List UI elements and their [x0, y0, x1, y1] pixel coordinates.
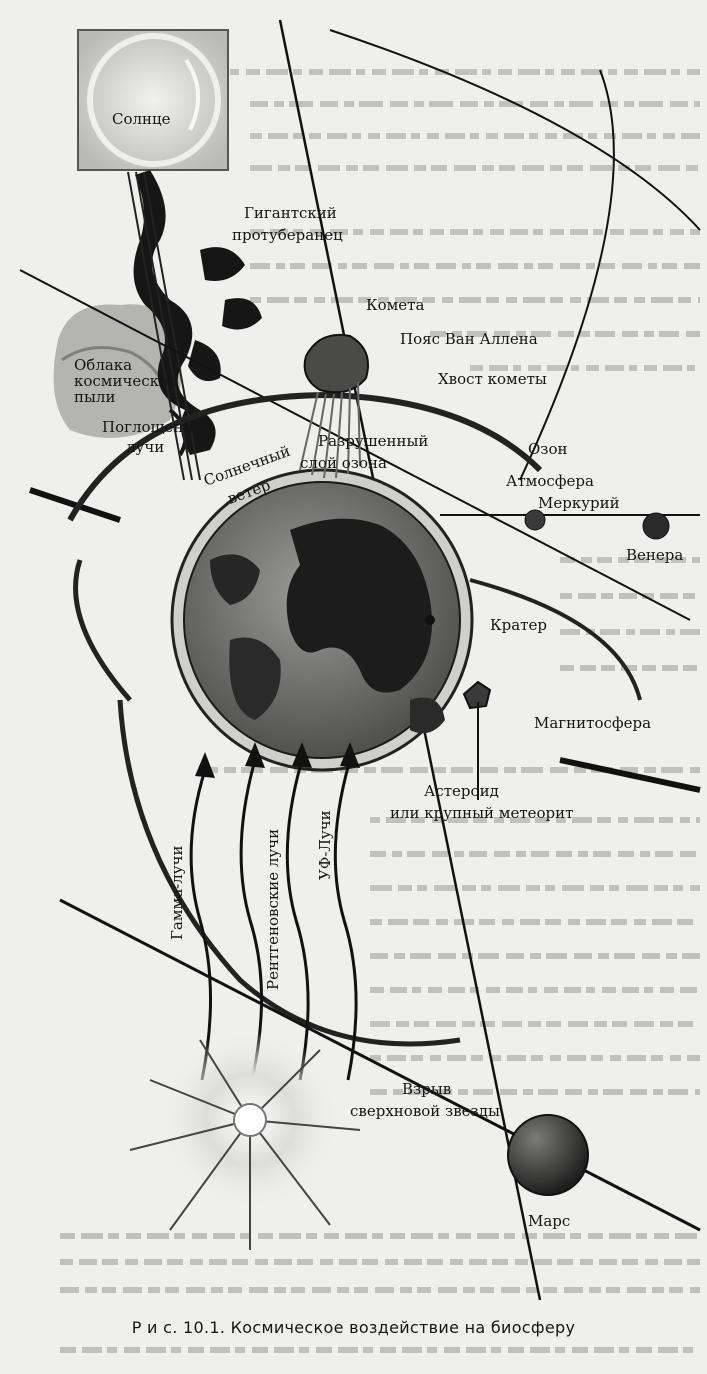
caption-prefix: Р и с. 10.1. — [132, 1318, 226, 1337]
label-crater: Кратер — [490, 616, 547, 634]
label-prominence-1: Гигантский — [244, 204, 337, 222]
label-supernova-2: сверхновой звезды — [350, 1102, 500, 1120]
supernova — [130, 1030, 360, 1250]
label-comet: Комета — [366, 296, 424, 314]
label-dust-3: пыли — [74, 388, 115, 406]
figure-caption: Р и с. 10.1. Космическое воздействие на … — [0, 1318, 707, 1337]
label-ozone: Озон — [528, 440, 568, 458]
mars — [508, 1115, 588, 1195]
label-absorbed-1: Поглощенные — [102, 418, 214, 436]
label-supernova-1: Взрыв — [402, 1080, 451, 1098]
label-comet-tail: Хвост кометы — [438, 370, 547, 388]
label-atmosphere: Атмосфера — [506, 472, 594, 490]
label-asteroid-1: Астероид — [424, 782, 499, 800]
label-venus: Венера — [626, 546, 683, 564]
label-xray: Рентгеновские лучи — [264, 829, 282, 990]
venus — [643, 513, 669, 539]
label-magnetosphere: Магнитосфера — [534, 714, 651, 732]
label-absorbed-2: лучи — [126, 438, 164, 456]
label-destroyed-ozone-1: Разрушенный — [318, 432, 428, 450]
crater — [425, 615, 435, 625]
label-mercury: Меркурий — [538, 494, 620, 512]
label-mars: Марс — [528, 1212, 570, 1230]
label-gamma: Гамма-лучи — [168, 846, 186, 941]
label-prominence-2: протуберанец — [232, 226, 343, 244]
label-sun: Солнце — [112, 110, 171, 128]
label-destroyed-ozone-2: слой озона — [300, 454, 387, 472]
label-asteroid-2: или крупный метеорит — [390, 804, 573, 822]
label-uv: УФ-Лучи — [316, 810, 334, 880]
label-van-allen: Пояс Ван Аллена — [400, 330, 538, 348]
sun — [78, 30, 228, 170]
caption-text: Космическое воздействие на биосферу — [231, 1318, 576, 1337]
